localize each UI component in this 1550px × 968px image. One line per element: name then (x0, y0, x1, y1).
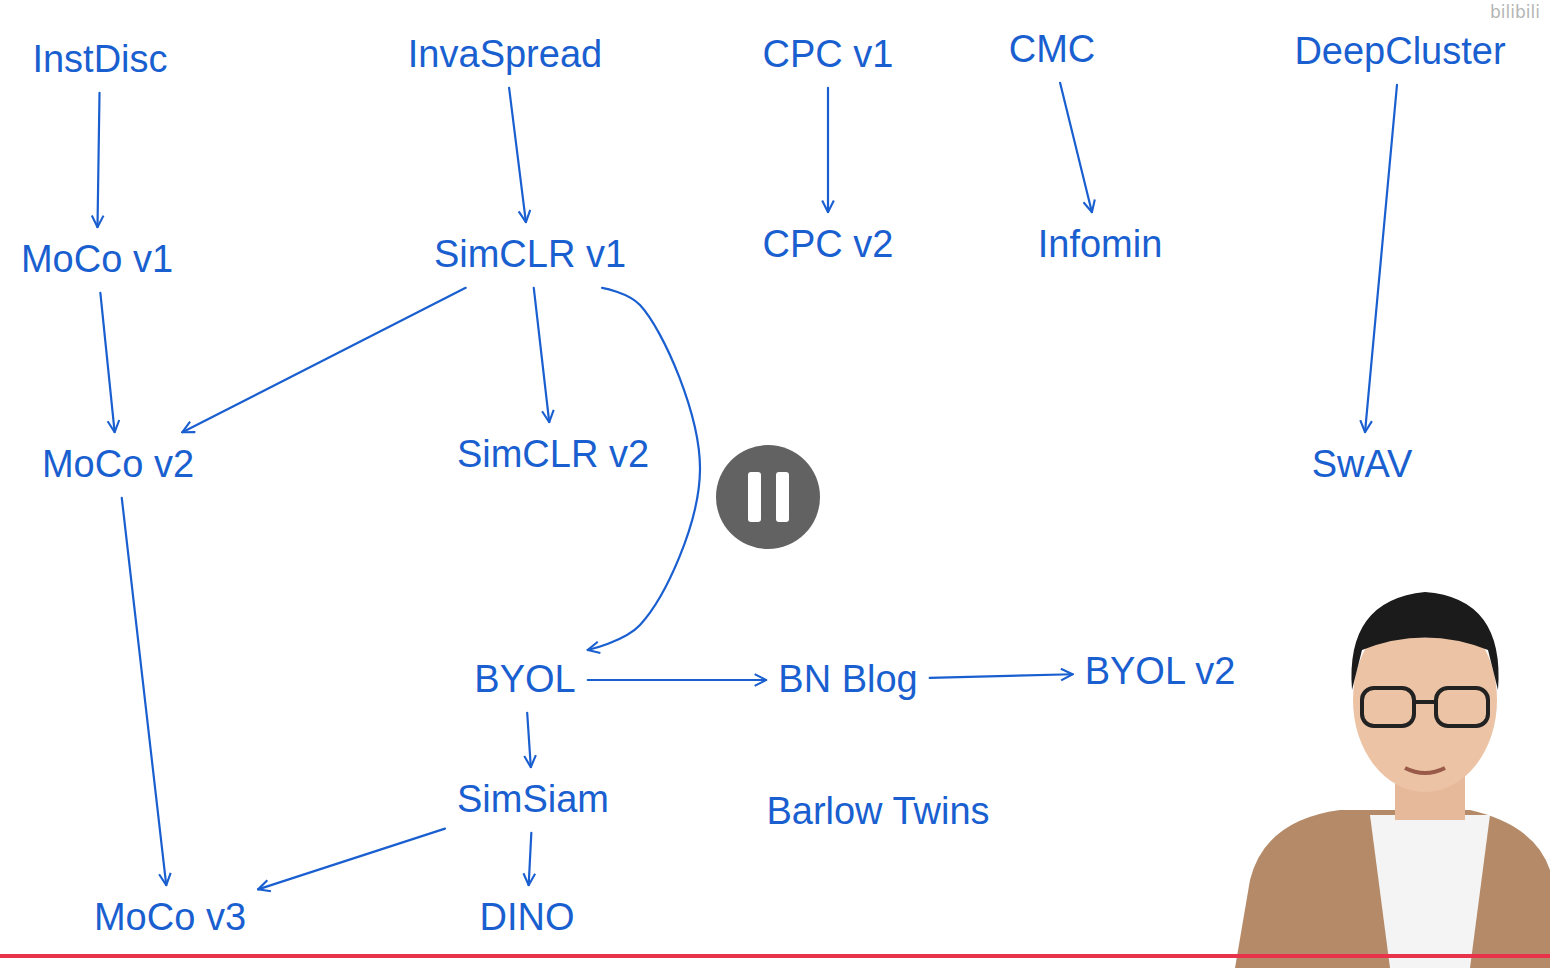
paper-node: SimCLR v1 (430, 230, 630, 280)
paper-node: SwAV (1308, 440, 1417, 490)
paper-name: MoCo v1 (21, 237, 173, 283)
paper-name: BN Blog (778, 657, 917, 703)
lineage-arrow (527, 713, 531, 767)
paper-node: BYOL v2 (1081, 647, 1240, 697)
presenter-figure (1235, 592, 1550, 968)
paper-node: SimCLR v2 (453, 430, 653, 480)
lineage-arrow (930, 674, 1073, 678)
lineage-arrow (588, 679, 767, 681)
lineage-arrow (182, 288, 465, 432)
paper-node: MoCo v3 (90, 893, 250, 943)
paper-node: Barlow Twins (762, 787, 993, 837)
paper-name: SimSiam (457, 777, 609, 823)
paper-name: InstDisc (32, 37, 167, 83)
lineage-arrow (534, 288, 549, 422)
paper-name: CPC v1 (763, 32, 894, 78)
paper-node: CPC v2 (759, 220, 898, 270)
paper-name: DeepCluster (1294, 29, 1505, 75)
watermark: bilibili (1490, 2, 1540, 22)
lineage-arrow (1060, 83, 1092, 212)
lineage-arrow (122, 498, 166, 885)
lineage-arrow (100, 293, 114, 432)
paper-name: InvaSpread (408, 32, 602, 78)
lineage-arrow (529, 833, 532, 885)
lineage-arrow (827, 88, 829, 212)
paper-node: DeepCluster (1290, 27, 1509, 77)
paper-name: CMC (1009, 27, 1096, 73)
paper-name: DINO (480, 895, 575, 941)
paper-node: BYOL (470, 655, 579, 705)
paper-name: SimCLR v1 (434, 232, 626, 278)
pause-button (716, 445, 820, 549)
paper-node: MoCo v2 (38, 440, 198, 490)
progress-bar (0, 954, 1550, 958)
paper-name: MoCo v2 (42, 442, 194, 488)
paper-node: Infomin (1034, 220, 1167, 270)
paper-node: CMC (1005, 25, 1100, 75)
paper-name: MoCo v3 (94, 895, 246, 941)
lineage-arrow (258, 829, 445, 890)
paper-node: BN Blog (774, 655, 921, 705)
paper-name: SimCLR v2 (457, 432, 649, 478)
paper-name: BYOL (474, 657, 575, 703)
lineage-arrow (97, 93, 99, 227)
paper-name: Barlow Twins (766, 789, 989, 835)
paper-name: Infomin (1038, 222, 1163, 268)
paper-name: CPC v2 (763, 222, 894, 268)
paper-name: SwAV (1312, 442, 1413, 488)
paper-node: InvaSpread (404, 30, 606, 80)
lineage-arrow (1365, 85, 1397, 432)
paper-node: DINO (476, 893, 579, 943)
lineage-arrow (509, 88, 526, 222)
paper-node: MoCo v1 (17, 235, 177, 285)
paper-node: CPC v1 (759, 30, 898, 80)
paper-node: SimSiam (453, 775, 613, 825)
paper-name: BYOL v2 (1085, 649, 1236, 695)
paper-node: InstDisc (28, 35, 171, 85)
